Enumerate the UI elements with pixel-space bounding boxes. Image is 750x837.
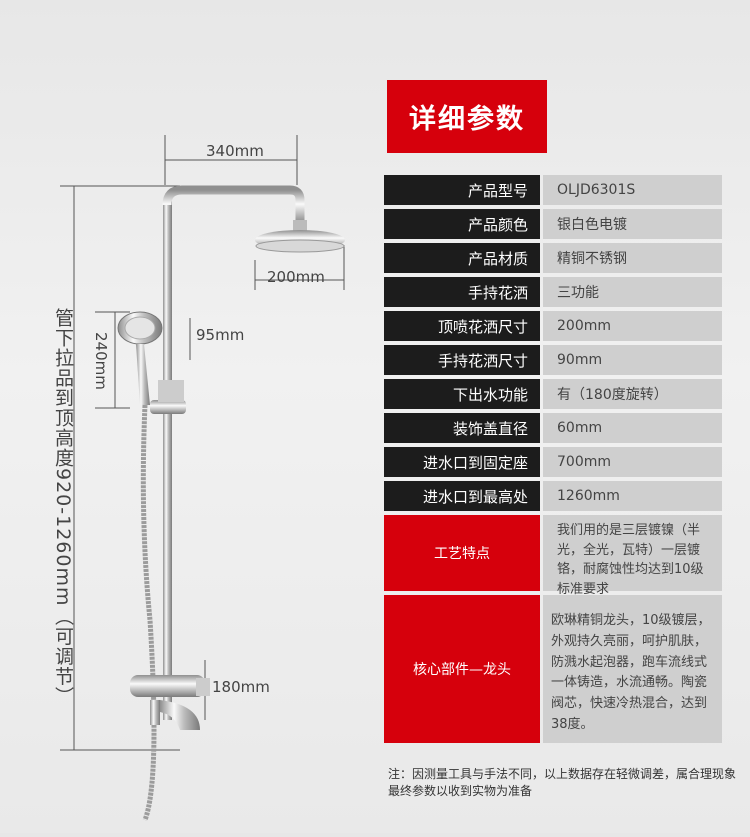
height-range-label: 管下拉品到顶高度920-1260mm（可调节） [52, 308, 74, 707]
spec-value: 精铜不锈钢 [543, 243, 722, 273]
craft-label: 工艺特点 [384, 515, 540, 591]
head-dimension-label: 200mm [267, 268, 325, 286]
spec-label: 顶喷花洒尺寸 [384, 311, 540, 341]
hand-dia-label: 95mm [196, 326, 245, 344]
spec-label: 下出水功能 [384, 379, 540, 409]
craft-row: 工艺特点我们用的是三层镀镍（半光，全光，瓦特）一层镀铬，耐腐蚀性均达到10级标准… [384, 515, 722, 597]
spec-label: 产品颜色 [384, 209, 540, 239]
hand-height-label: 240mm [92, 332, 110, 390]
disclaimer-note: 注：因测量工具与手法不同，以上数据存在轻微调差，属合理现象最终参数以收到实物为准… [388, 767, 737, 798]
spec-value: 60mm [543, 413, 722, 443]
width-dimension-label: 340mm [206, 142, 264, 160]
core-label: 核心部件—龙头 [384, 595, 540, 743]
spec-row: 产品颜色银白色电镀 [384, 209, 722, 239]
craft-value: 我们用的是三层镀镍（半光，全光，瓦特）一层镀铬，耐腐蚀性均达到10级标准要求 [543, 515, 722, 597]
spec-value: 200mm [543, 311, 722, 341]
core-row: 核心部件—龙头欧琳精铜龙头，10级镀层，外观持久亮丽，呵护肌肤，防溅水起泡器，跑… [384, 595, 722, 743]
shower-set-drawing [60, 135, 345, 821]
spec-row: 手持花洒三功能 [384, 277, 722, 307]
spec-row: 下出水功能有（180度旋转） [384, 379, 722, 409]
page-title: 详细参数 [387, 80, 547, 153]
spec-value: 三功能 [543, 277, 722, 307]
spec-value: OLJD6301S [543, 175, 722, 205]
faucet-dimension-label: 180mm [212, 678, 270, 696]
spec-label: 进水口到固定座 [384, 447, 540, 477]
spec-label: 装饰盖直径 [384, 413, 540, 443]
spec-label: 产品型号 [384, 175, 540, 205]
core-value: 欧琳精铜龙头，10级镀层，外观持久亮丽，呵护肌肤，防溅水起泡器，跑车流线式一体铸… [543, 595, 722, 743]
spec-value: 1260mm [543, 481, 722, 511]
product-illustration: 340mm 200mm 240mm 95mm 180mm 管下拉品到顶高度920… [52, 135, 345, 821]
spec-label: 手持花洒尺寸 [384, 345, 540, 375]
spec-label: 产品材质 [384, 243, 540, 273]
spec-value: 90mm [543, 345, 722, 375]
spec-label: 进水口到最高处 [384, 481, 540, 511]
spec-value: 银白色电镀 [543, 209, 722, 239]
spec-label: 手持花洒 [384, 277, 540, 307]
spec-row: 产品材质精铜不锈钢 [384, 243, 722, 273]
spec-value: 有（180度旋转） [543, 379, 722, 409]
spec-value: 700mm [543, 447, 722, 477]
